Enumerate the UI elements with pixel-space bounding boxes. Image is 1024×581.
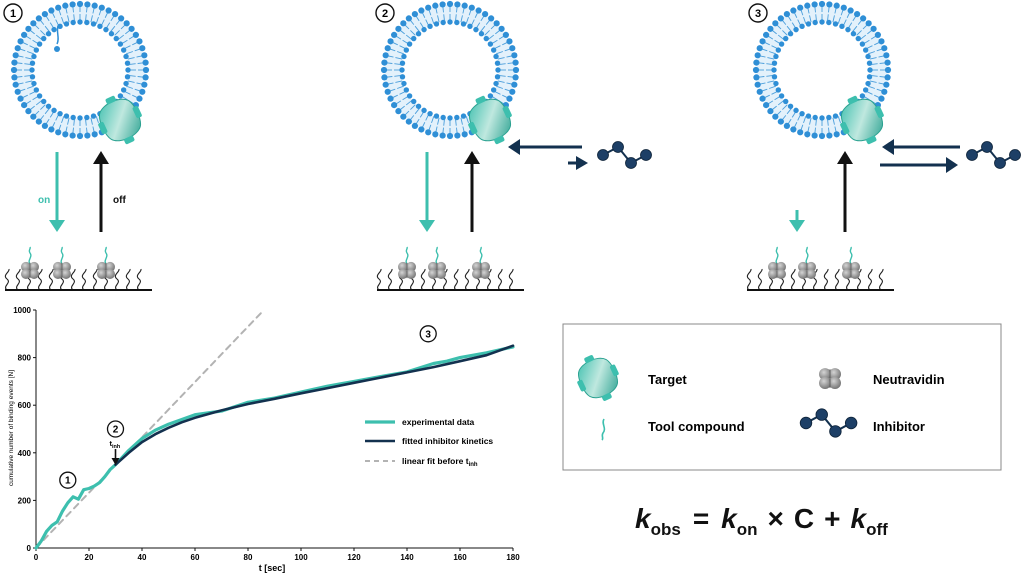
y-tick-label: 800 [18, 354, 32, 363]
chart-annotations: 1 2 3 [59, 325, 437, 489]
chart-legend: experimental data fitted inhibitor kineti… [365, 417, 493, 468]
legend-box: Target Tool compound Neutravidin Inhibit… [562, 323, 1002, 471]
neutravidin-icon [819, 368, 841, 389]
surface-with-neutravidin [376, 246, 524, 291]
x-tick-label: 120 [347, 553, 361, 562]
target-protein [98, 95, 142, 145]
legend-linear-fit-label: linear fit before tinh [402, 456, 478, 468]
on-arrow-head [789, 220, 805, 232]
svg-text:2: 2 [382, 8, 388, 20]
t-inh-label: tinh [110, 439, 121, 450]
y-tick-label: 200 [18, 496, 32, 505]
legend-inhibitor-label: Inhibitor [873, 419, 925, 434]
chart-axes [35, 310, 513, 549]
annotation-badge: 1 [59, 471, 77, 489]
x-tick-label: 40 [138, 553, 147, 562]
y-tick-label: 1000 [13, 306, 31, 315]
x-tick-label: 20 [85, 553, 94, 562]
inhibitor-molecule [966, 141, 1021, 169]
x-axis-label: t [sec] [259, 563, 286, 573]
rate-formula: kobs=kon×C+koff [635, 503, 888, 539]
tool-compound-in-vesicle [54, 25, 60, 52]
off-arrow-head [464, 151, 480, 164]
series-linear-fit [35, 309, 265, 549]
svg-text:2: 2 [113, 425, 119, 436]
svg-text:3: 3 [425, 329, 431, 340]
binding-events-chart: 0 20 40 60 80 100 120 140 160 180 0 200 400 600 800 100… [8, 306, 520, 573]
annotation-badge: 2 [106, 420, 125, 438]
lipid-vesicle [10, 0, 150, 140]
series-experimental-data [34, 345, 515, 550]
legend-tool-compound-label: Tool compound [648, 419, 745, 434]
target-icon [577, 355, 619, 401]
y-axis-label: cumulative number of binding events [N] [8, 370, 15, 486]
formula-text: kobs=kon×C+koff [635, 503, 888, 539]
inhibitor-icon [799, 408, 858, 438]
x-tick-label: 100 [294, 553, 308, 562]
legend-experimental-data-label: experimental data [402, 417, 475, 427]
legend-fitted-inhibitor-kinetics-label: fitted inhibitor kinetics [402, 436, 493, 446]
annotation-badge: 3 [419, 325, 437, 343]
x-tick-label: 180 [506, 553, 520, 562]
lipid-vesicle [380, 0, 520, 140]
chart-ticks: 0 20 40 60 80 100 120 140 160 180 0 200 400 600 800 100… [13, 306, 520, 562]
svg-text:1: 1 [65, 476, 71, 487]
x-tick-label: 80 [244, 553, 253, 562]
panel-3: 3 [746, 0, 1021, 291]
chart-series [34, 309, 515, 550]
x-tick-label: 0 [34, 553, 39, 562]
off-arrow-head [837, 151, 853, 164]
y-tick-label: 400 [18, 449, 32, 458]
target-protein [840, 95, 884, 145]
lipid-vesicle [752, 0, 892, 140]
y-tick-label: 600 [18, 401, 32, 410]
t-inh-arrow-head [111, 458, 120, 465]
x-tick-label: 60 [191, 553, 200, 562]
panel-number-badge: 3 [748, 3, 768, 23]
x-tick-label: 140 [400, 553, 414, 562]
surface-with-neutravidin [4, 246, 152, 291]
surface-with-neutravidin [746, 246, 894, 291]
target-protein [468, 95, 512, 145]
on-label: on [38, 195, 50, 206]
off-label: off [113, 195, 126, 206]
panel-1: 1 on off [3, 0, 152, 291]
y-tick-label: 0 [27, 544, 32, 553]
off-arrow-head [93, 151, 109, 164]
panel-number-badge: 1 [3, 3, 23, 23]
series-fitted-inhibitor-kinetics [114, 344, 515, 466]
on-arrow-head [419, 220, 435, 232]
svg-text:1: 1 [10, 8, 16, 20]
on-arrow-head [49, 220, 65, 232]
tool-compound-icon [601, 418, 606, 441]
legend-neutravidin-label: Neutravidin [873, 372, 945, 387]
panel-2: 2 [375, 0, 652, 291]
svg-text:3: 3 [755, 8, 761, 20]
inhibitor-molecule [597, 141, 652, 169]
legend-target-label: Target [648, 372, 687, 387]
t-inh-marker: tinh [110, 439, 121, 465]
x-tick-label: 160 [453, 553, 467, 562]
panel-number-badge: 2 [375, 3, 395, 23]
